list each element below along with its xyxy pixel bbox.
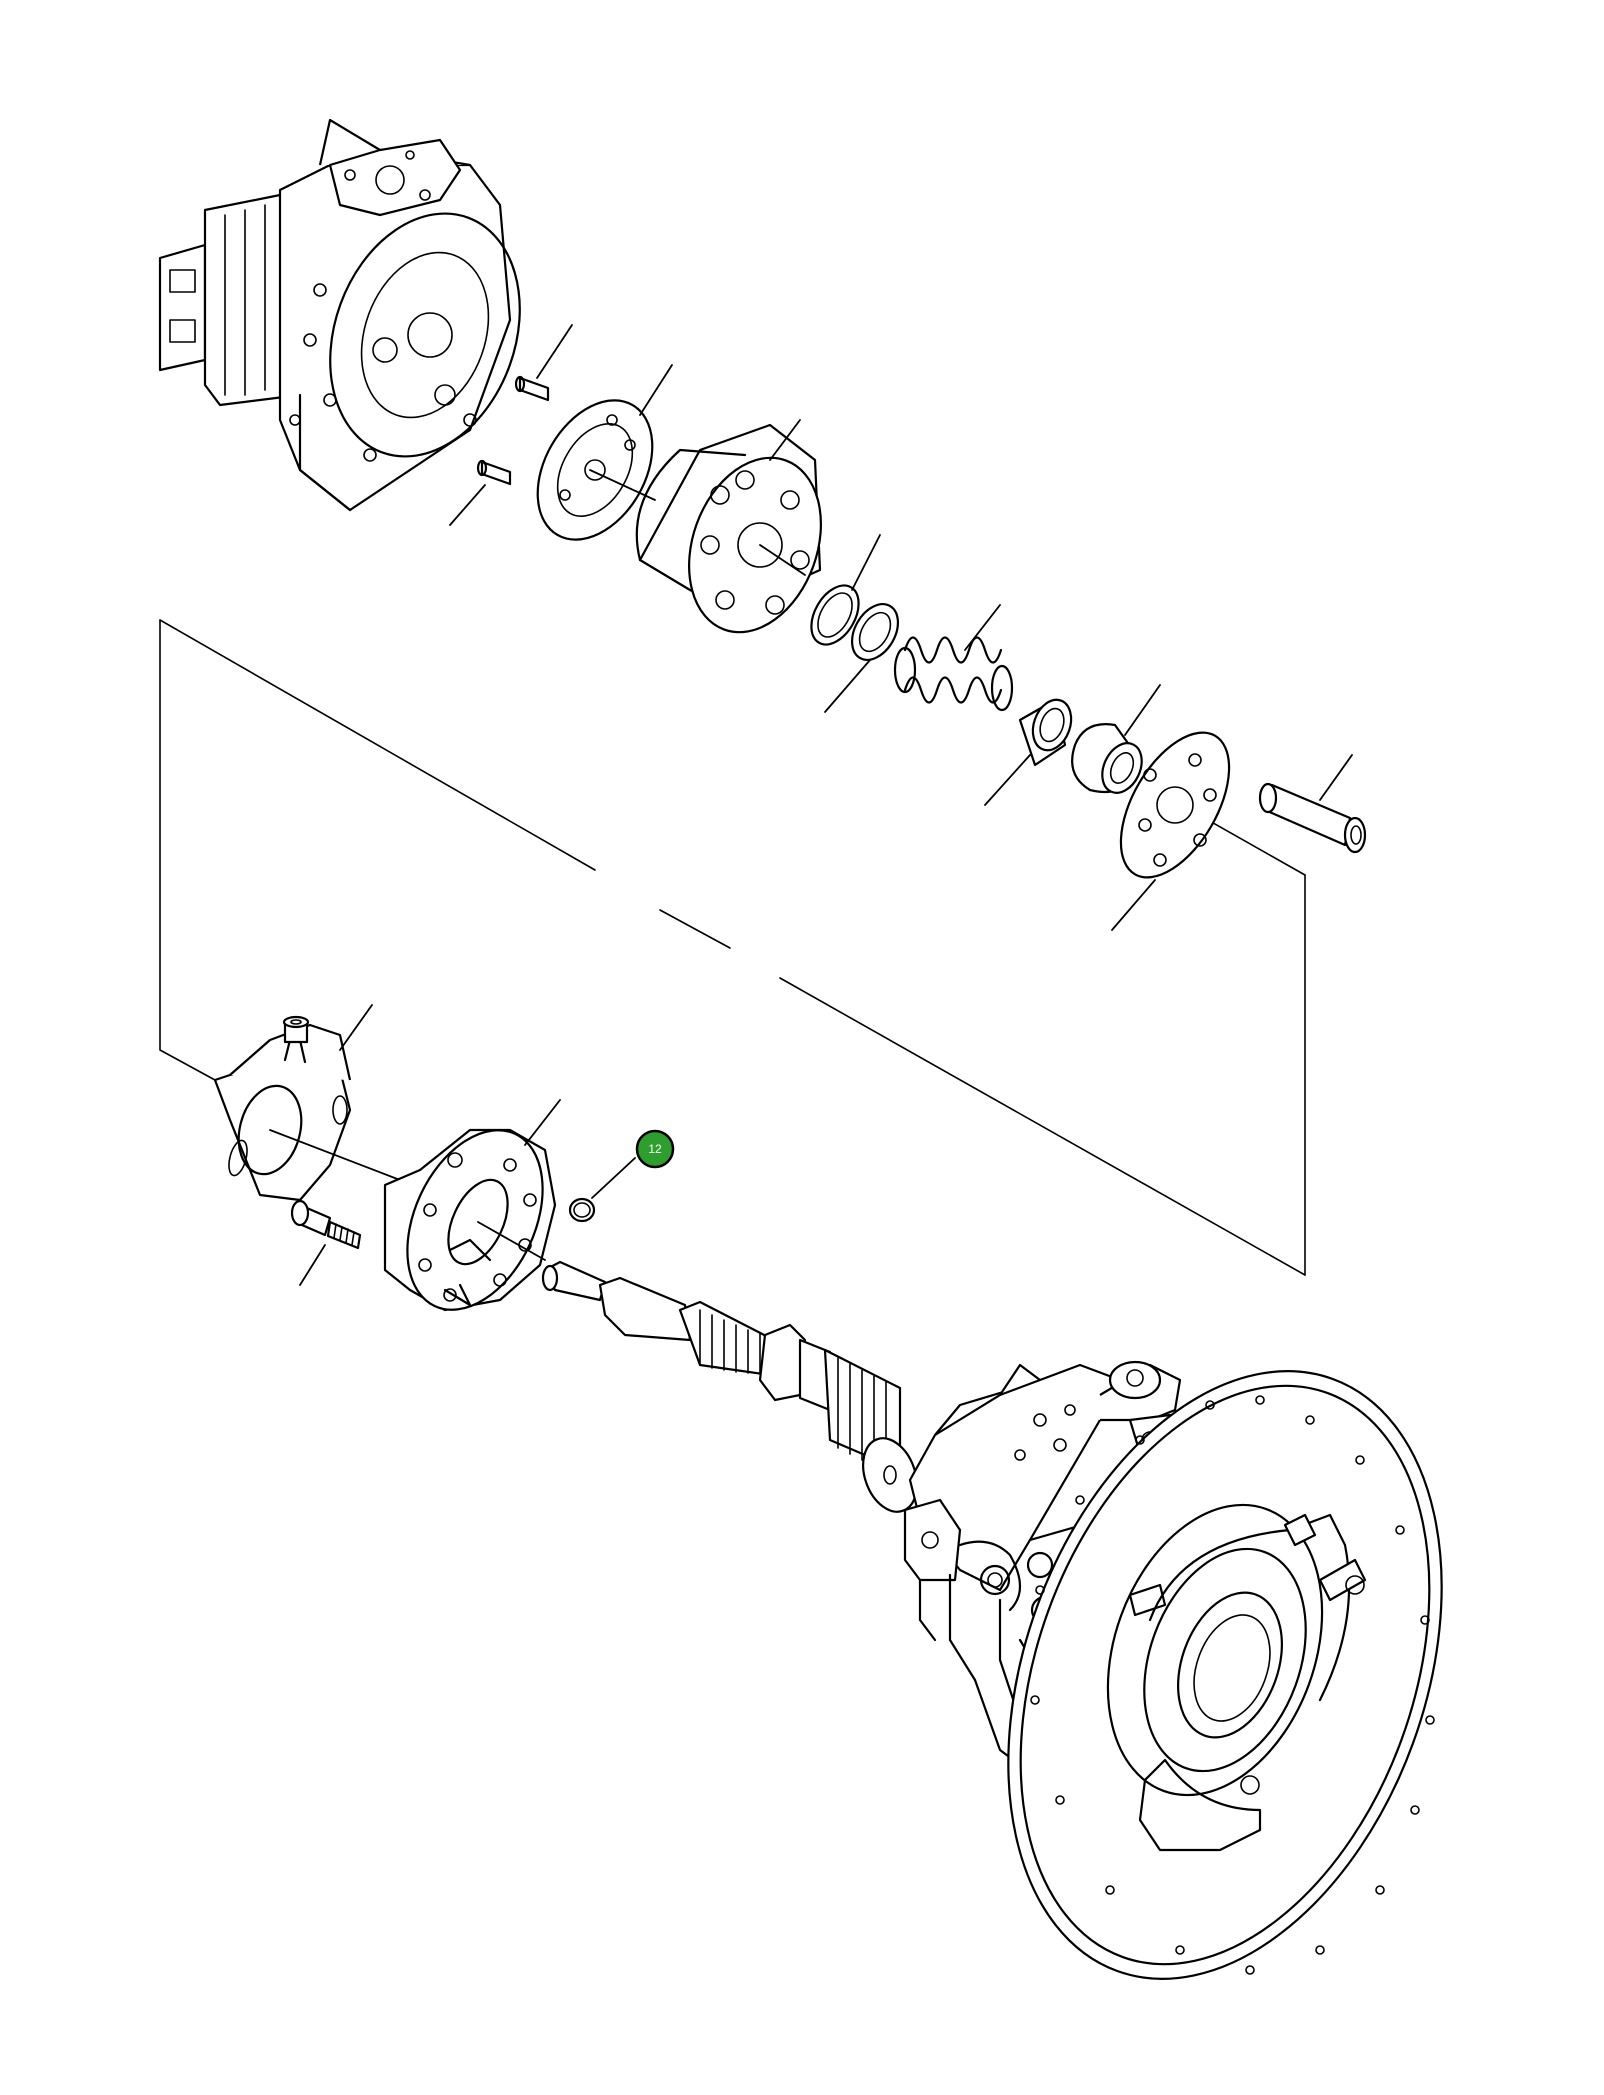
spring-seat-washer: [824, 603, 900, 713]
snap-ring: [810, 534, 881, 646]
spring-collar: [984, 698, 1073, 806]
rear-pump-housing: [158, 118, 521, 512]
cylinder-block: [635, 419, 822, 634]
mounting-flange: [1007, 1370, 1443, 1980]
assembly-frame-lines: [159, 619, 1306, 1276]
callout-badge[interactable]: [635, 1129, 675, 1169]
valve-plate: [536, 364, 673, 541]
callout-label: 12: [648, 1142, 662, 1156]
cap-screw: [290, 1199, 362, 1286]
part-callout-12[interactable]: 12: [635, 1129, 675, 1169]
dowel-pin-lower: [449, 459, 512, 526]
spherical-bushing: [1071, 684, 1161, 794]
retainer-plate: [1111, 731, 1231, 931]
dowel-pin-upper: [514, 324, 573, 402]
piston: [1258, 754, 1367, 854]
center-spring: [893, 604, 1014, 712]
drive-shaft: [541, 1260, 918, 1513]
swash-plate: [213, 1004, 401, 1202]
o-ring: [568, 1157, 636, 1223]
front-pump-housing: [903, 1360, 1182, 1782]
swash-plate-support: [383, 1099, 561, 1312]
